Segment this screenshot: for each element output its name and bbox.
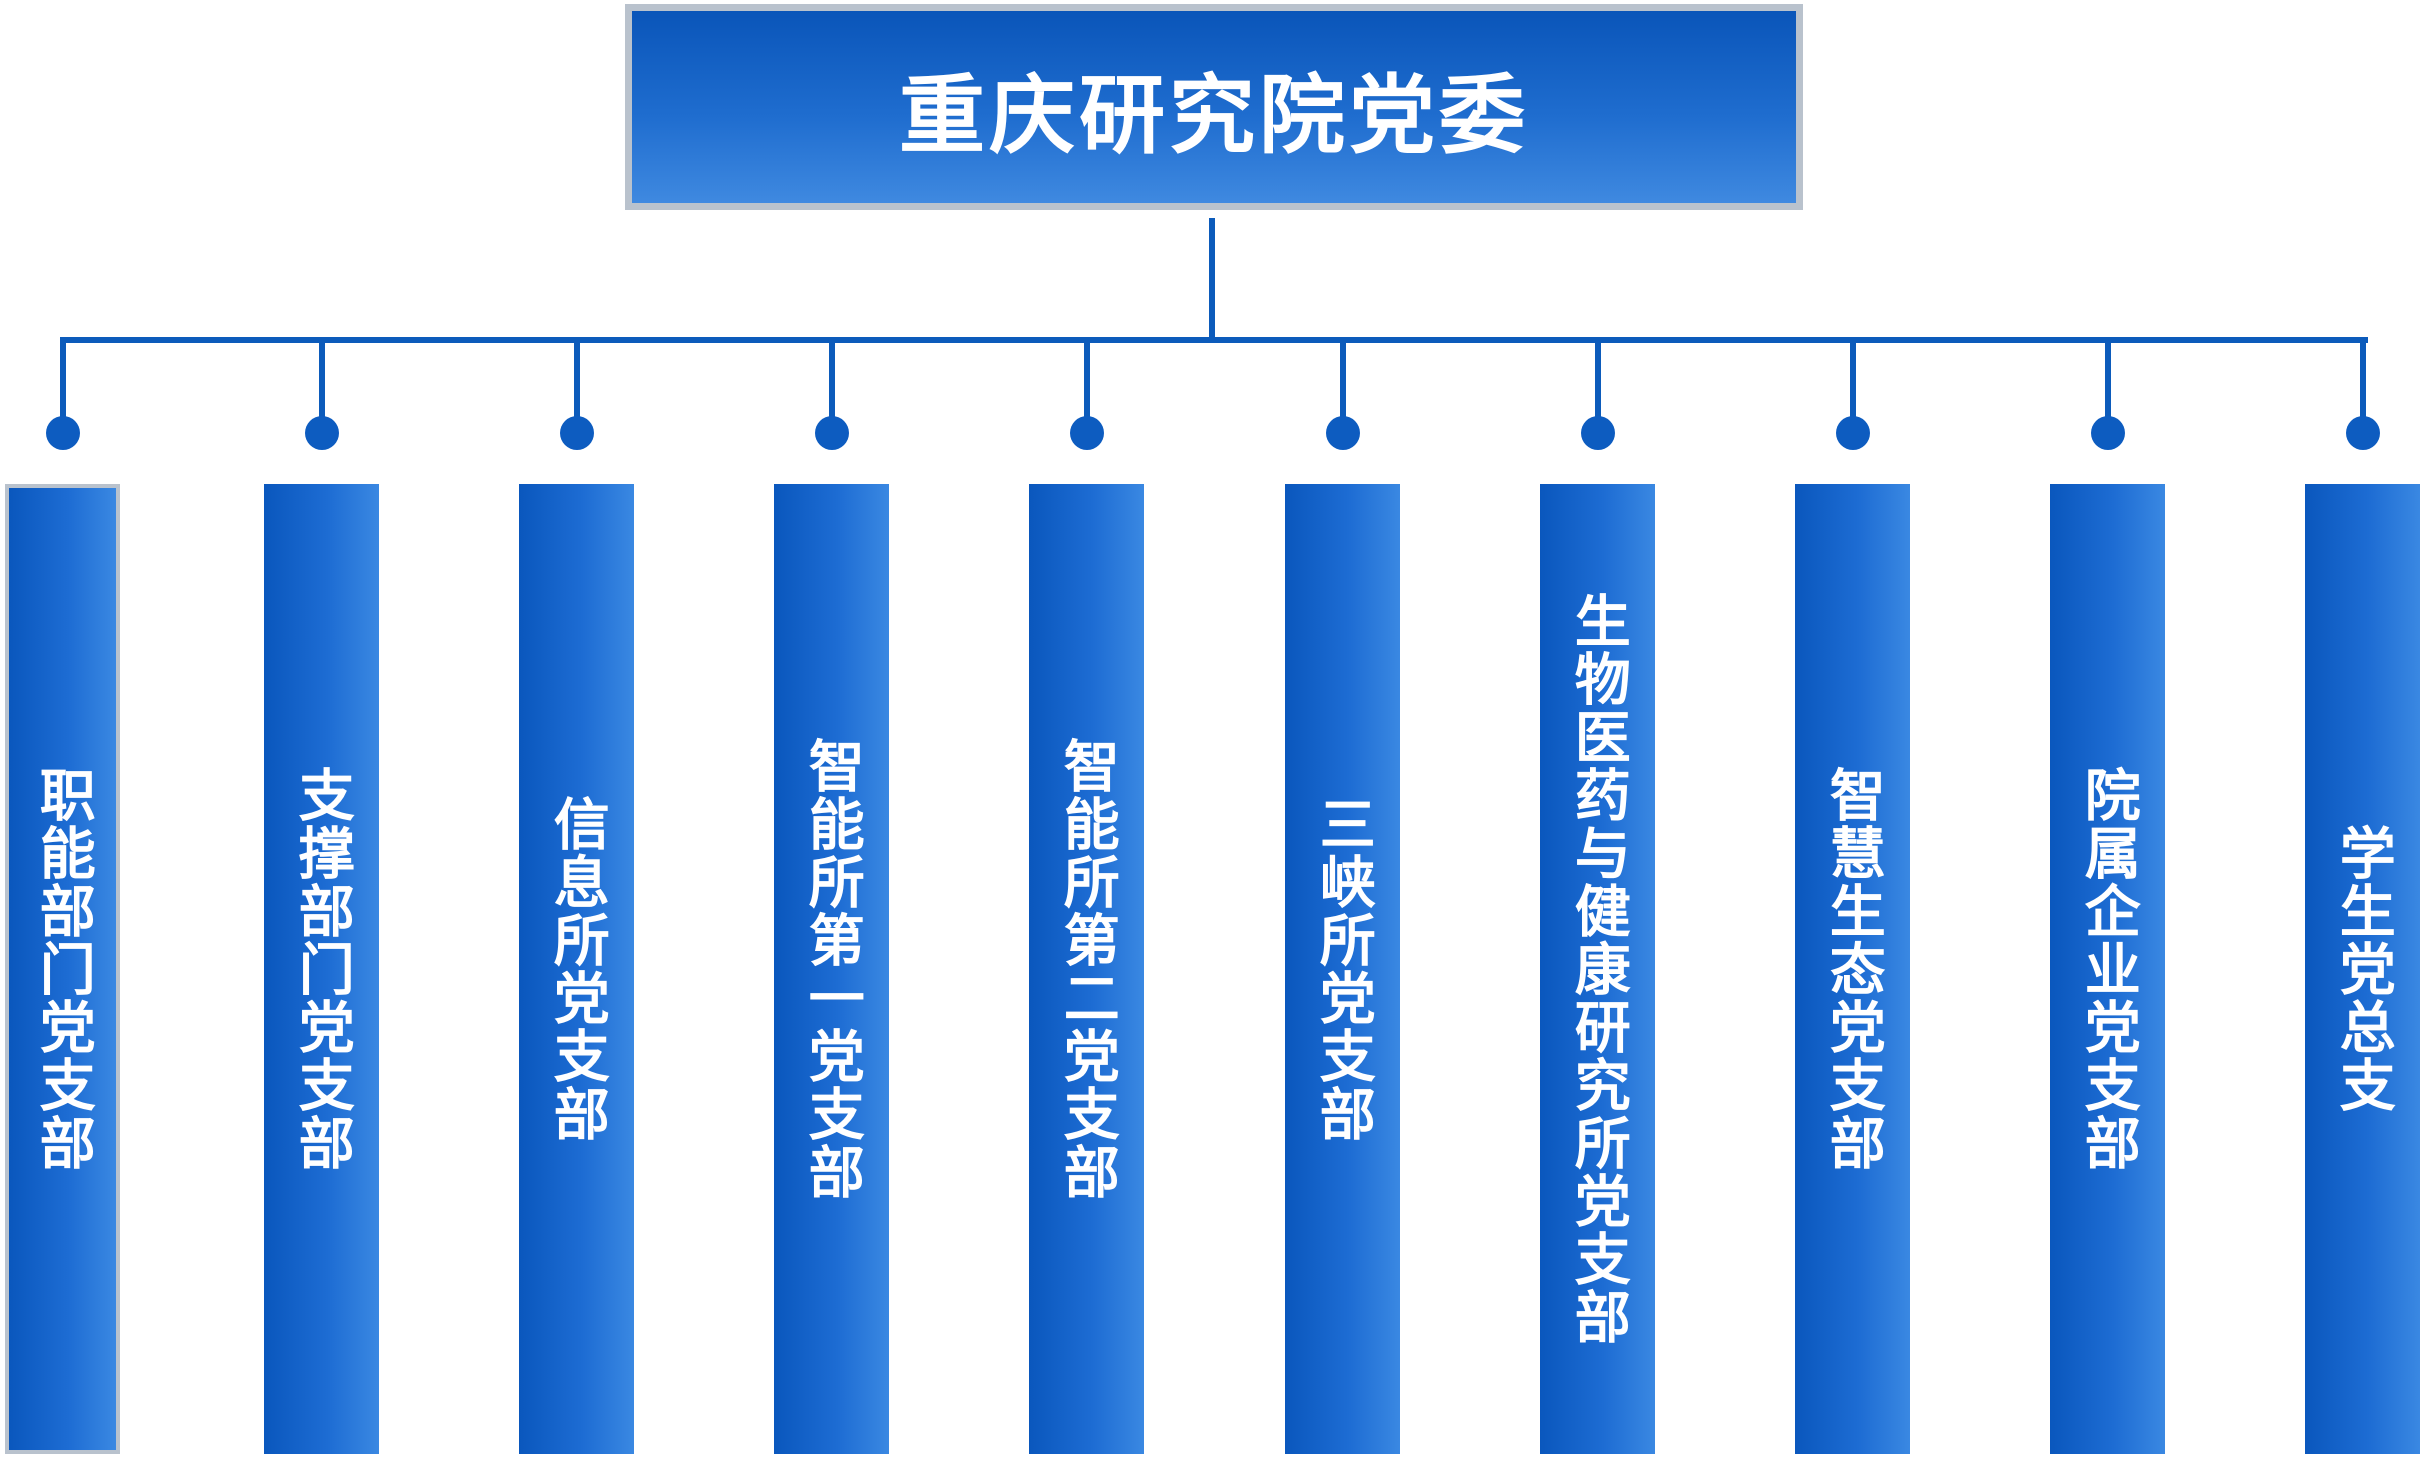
branch-connector — [2360, 338, 2366, 434]
branch-connector — [60, 338, 66, 434]
connector-dot — [1326, 416, 1360, 450]
root-title: 重庆研究院党委 — [899, 65, 1529, 166]
connector-dot — [815, 416, 849, 450]
branch-label: 信息所党支部 — [544, 795, 610, 1143]
connector-dot — [305, 416, 339, 450]
branch-node: 三峡所党支部 — [1285, 484, 1400, 1454]
branch-connector — [1340, 338, 1346, 434]
branch-node: 信息所党支部 — [519, 484, 634, 1454]
connector-dot — [1581, 416, 1615, 450]
branch-label: 学生党总支 — [2330, 824, 2396, 1114]
connector-dot — [1070, 416, 1104, 450]
branch-connector — [1850, 338, 1856, 434]
branch-connector — [319, 338, 325, 434]
connector-dot — [2091, 416, 2125, 450]
branch-connector — [829, 338, 835, 434]
branch-label: 智慧生态党支部 — [1820, 766, 1886, 1172]
branch-connector — [1084, 338, 1090, 434]
branch-node: 智慧生态党支部 — [1795, 484, 1910, 1454]
connector-dot — [1836, 416, 1870, 450]
branch-node: 支撑部门党支部 — [264, 484, 379, 1454]
branch-connector — [574, 338, 580, 434]
branch-label: 智能所第一党支部 — [799, 737, 865, 1201]
branch-node: 生物医药与健康研究所党支部 — [1540, 484, 1655, 1454]
trunk-connector — [1209, 218, 1215, 340]
branch-label: 生物医药与健康研究所党支部 — [1565, 592, 1631, 1346]
branch-node: 智能所第一党支部 — [774, 484, 889, 1454]
branch-label: 支撑部门党支部 — [289, 766, 355, 1172]
branch-node: 职能部门党支部 — [5, 484, 120, 1454]
branch-node: 智能所第二党支部 — [1029, 484, 1144, 1454]
branch-node: 院属企业党支部 — [2050, 484, 2165, 1454]
branch-label: 院属企业党支部 — [2075, 766, 2141, 1172]
horizontal-connector — [60, 337, 2368, 343]
branch-label: 职能部门党支部 — [30, 766, 96, 1172]
branch-connector — [1595, 338, 1601, 434]
root-node: 重庆研究院党委 — [625, 4, 1803, 210]
branch-node: 学生党总支 — [2305, 484, 2420, 1454]
branch-connector — [2105, 338, 2111, 434]
branch-label: 智能所第二党支部 — [1054, 737, 1120, 1201]
connector-dot — [2346, 416, 2380, 450]
connector-dot — [560, 416, 594, 450]
branch-label: 三峡所党支部 — [1310, 795, 1376, 1143]
connector-dot — [46, 416, 80, 450]
